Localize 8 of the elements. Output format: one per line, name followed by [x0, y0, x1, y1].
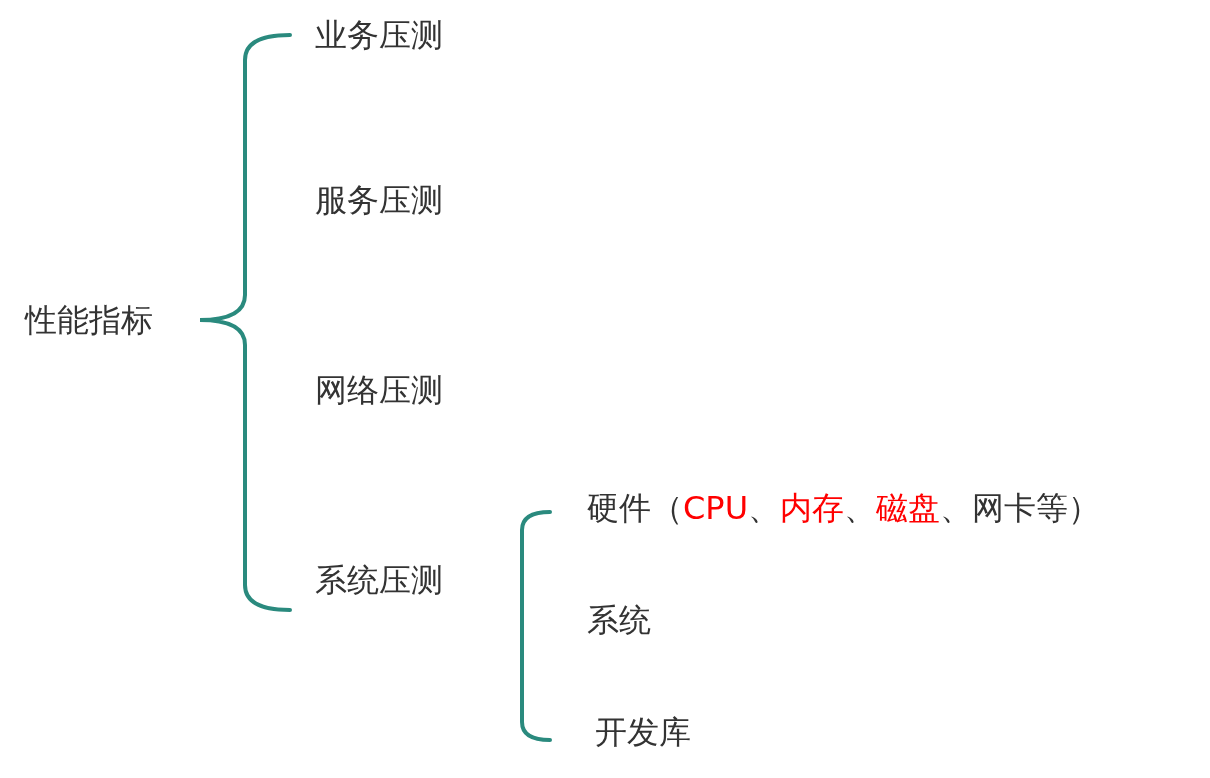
- label-text: 开发库: [595, 712, 691, 752]
- label-text: 服务压测: [315, 180, 443, 220]
- label-text: 性能指标: [25, 300, 153, 340]
- label-text: 硬件（CPU、内存、磁盘、网卡等）: [587, 488, 1101, 528]
- label-text: 系统: [587, 600, 651, 640]
- label-text: 网络压测: [315, 370, 443, 410]
- label-text: 系统压测: [315, 560, 443, 600]
- label-text: 业务压测: [315, 15, 443, 55]
